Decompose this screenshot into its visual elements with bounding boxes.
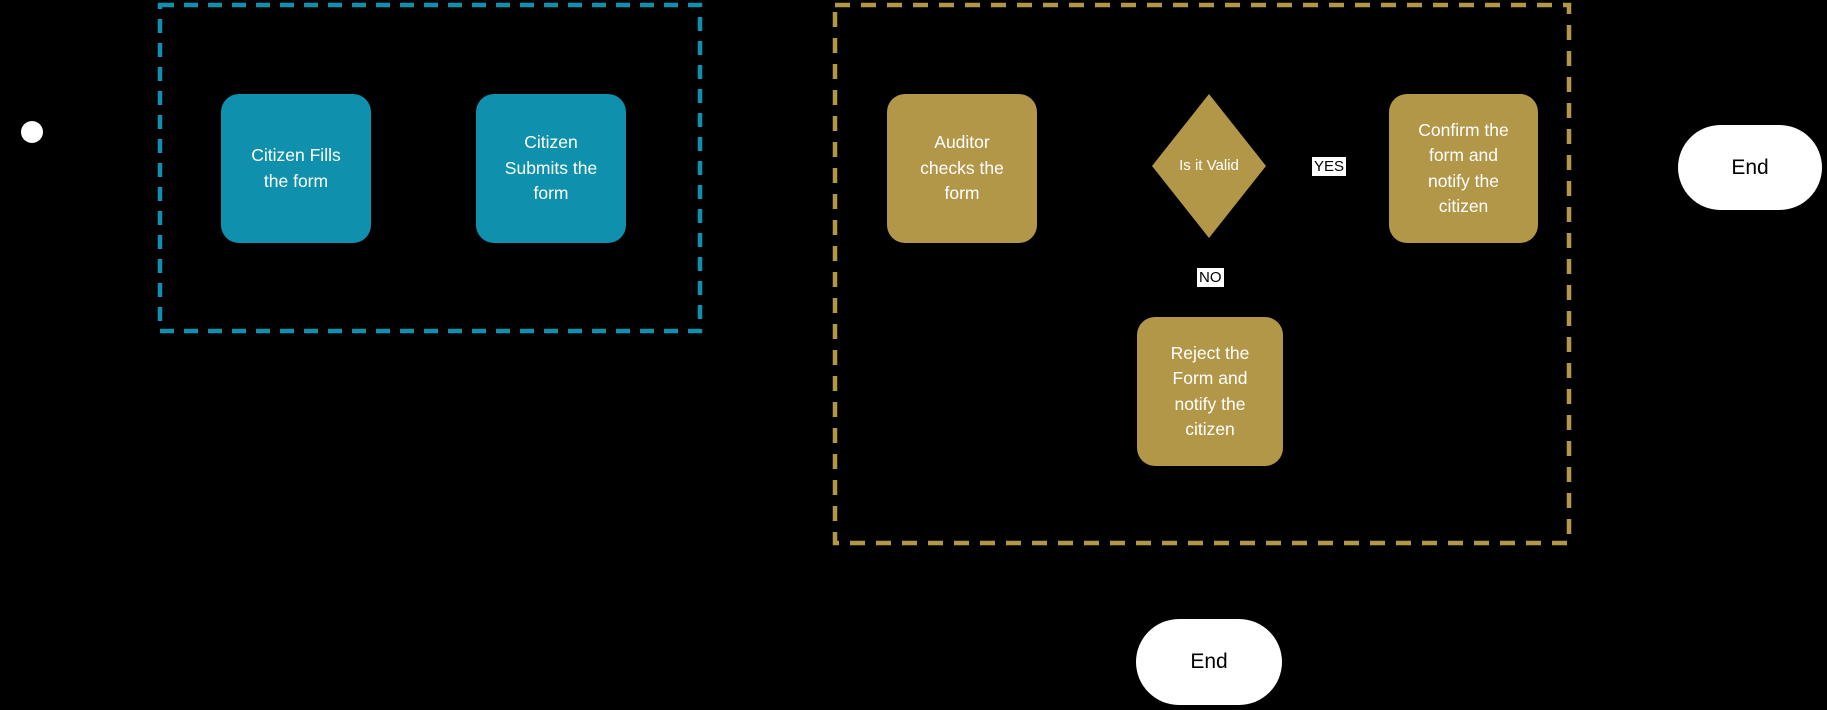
end-node-bottom: End bbox=[1136, 619, 1282, 705]
node-citizen-submits-form: Citizen Submits the form bbox=[476, 94, 626, 243]
node-auditor-checks-form: Auditor checks the form bbox=[887, 94, 1037, 243]
node-confirm-form-notify: Confirm the form and notify the citizen bbox=[1389, 94, 1538, 243]
citizen-lane-border bbox=[157, 2, 703, 334]
node-reject-form-notify: Reject the Form and notify the citizen bbox=[1137, 317, 1283, 466]
auditor-lane-border bbox=[832, 2, 1572, 546]
decision-diamond bbox=[1152, 94, 1266, 238]
edge-label-yes: YES bbox=[1312, 157, 1347, 176]
decision-diamond-label: Is it Valid bbox=[1179, 157, 1239, 174]
node-citizen-fills-form: Citizen Fills the form bbox=[221, 94, 371, 243]
start-node bbox=[21, 121, 43, 143]
edge-label-no: NO bbox=[1197, 268, 1224, 287]
end-node-right: End bbox=[1678, 125, 1822, 210]
